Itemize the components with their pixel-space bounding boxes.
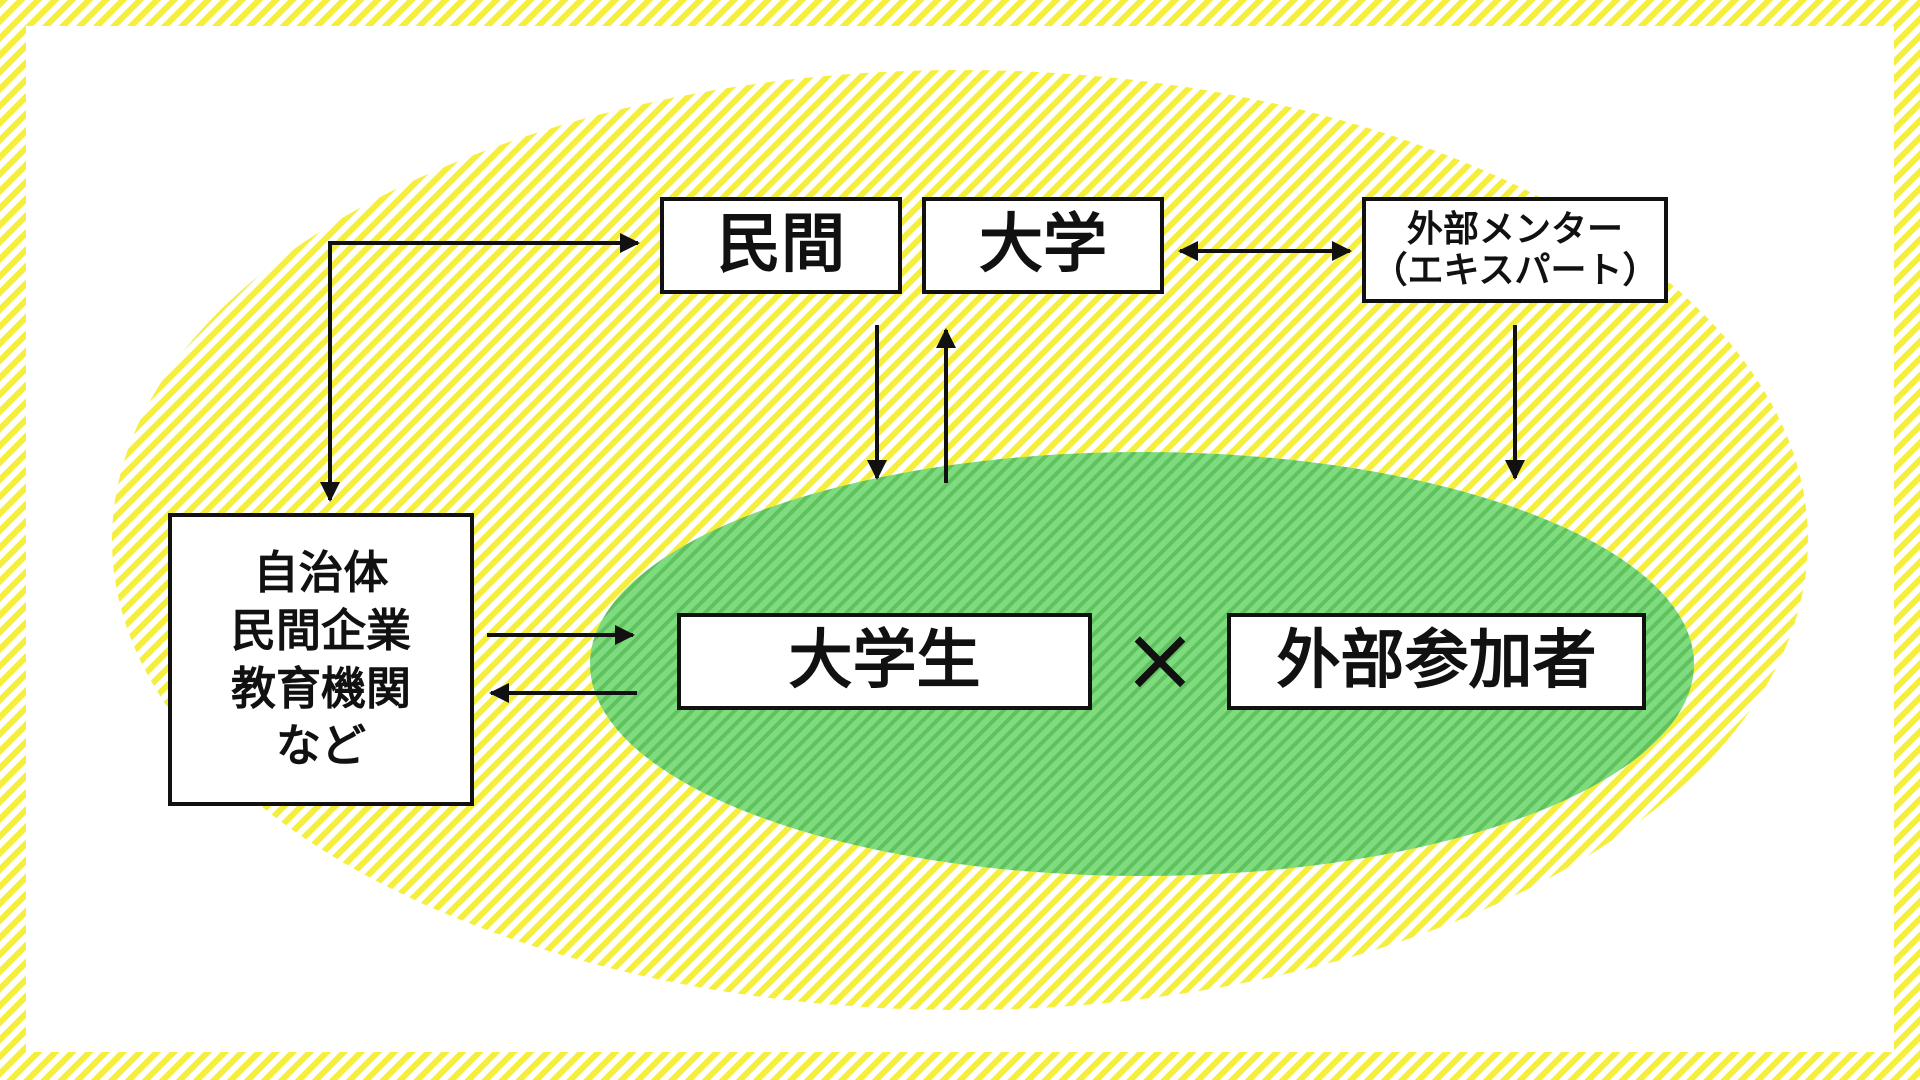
box-minkan-label: 民間	[717, 207, 845, 282]
box-daigaku-label: 大学	[979, 207, 1107, 282]
box-external-mentor: 外部メンター （エキスパート）	[1362, 197, 1668, 303]
box-external-participants: 外部参加者	[1227, 613, 1646, 710]
box-government-etc: 自治体 民間企業 教育機関 など	[168, 513, 474, 806]
mentor-label-line1: 外部メンター	[1406, 208, 1623, 250]
gov-label-line4: など	[275, 719, 366, 773]
times-symbol: ×	[1122, 607, 1198, 712]
box-students-label: 大学生	[788, 623, 981, 698]
inner-ellipse	[590, 452, 1694, 876]
box-university-students: 大学生	[677, 613, 1092, 710]
box-minkan: 民間	[660, 197, 902, 294]
gov-label-line3: 教育機関	[230, 661, 411, 715]
arrow-gov-minkan	[320, 233, 640, 502]
mentor-label-line2: （エキスパート）	[1371, 250, 1659, 291]
gov-label-line1: 自治体	[253, 546, 389, 600]
box-daigaku: 大学	[922, 197, 1164, 294]
gov-label-line2: 民間企業	[230, 603, 411, 657]
box-external-label: 外部参加者	[1276, 623, 1597, 698]
